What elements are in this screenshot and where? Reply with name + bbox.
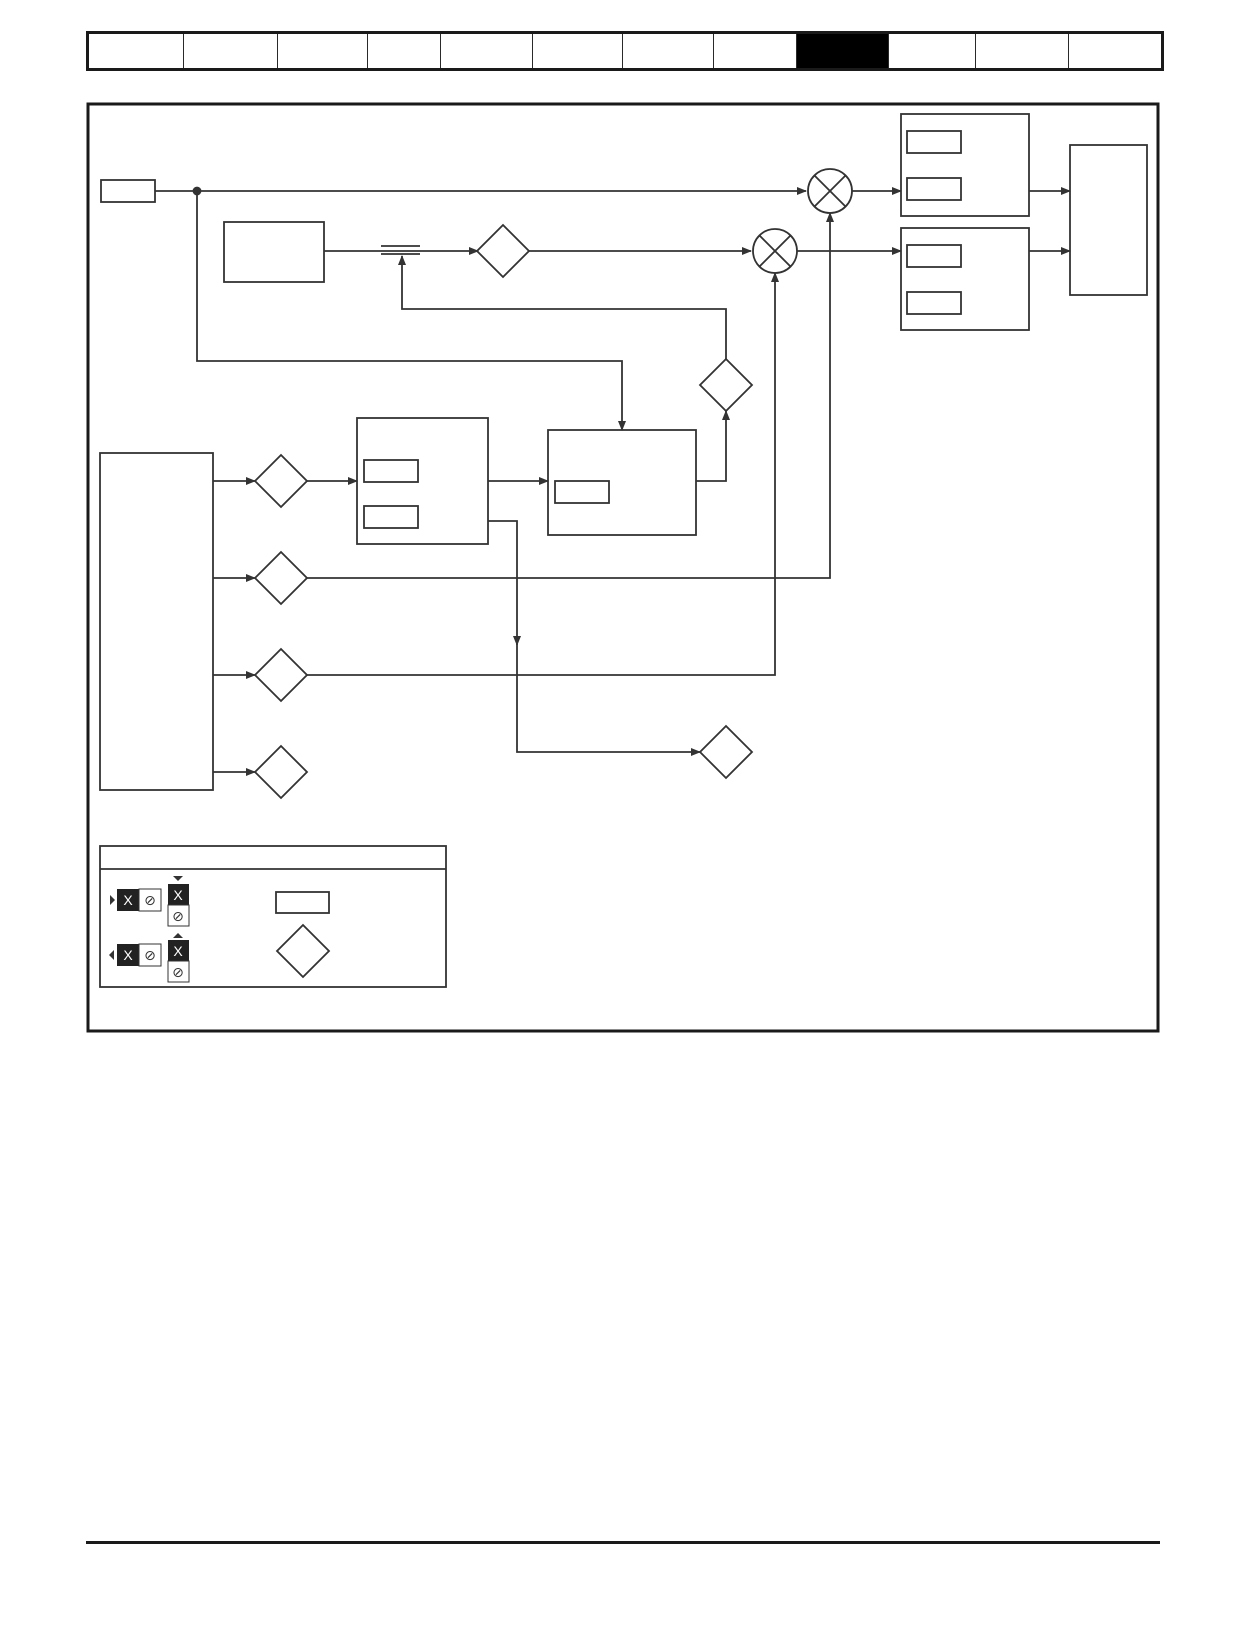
input-terminal-icon: X ⊘ xyxy=(110,888,162,912)
nav-tab[interactable] xyxy=(714,34,797,68)
output-terminal-vertical-icon: X ⊘ xyxy=(167,933,190,983)
nav-tab[interactable] xyxy=(278,34,368,68)
nav-tab[interactable] xyxy=(89,34,184,68)
footer-rule xyxy=(86,1541,1160,1544)
output-block-mid xyxy=(900,227,1030,331)
parameter-diamond xyxy=(253,453,309,509)
nav-tab[interactable] xyxy=(184,34,278,68)
parameter-diamond xyxy=(475,223,531,279)
read-write-mark: X xyxy=(173,887,183,903)
control-block xyxy=(547,429,697,536)
connector-line xyxy=(488,520,521,646)
parameter-diamond xyxy=(253,744,309,800)
connector-line xyxy=(307,212,834,579)
connector-line xyxy=(516,643,701,756)
read-only-mark: ⊘ xyxy=(144,948,156,964)
parameter-diamond xyxy=(253,647,309,703)
read-only-mark: ⊘ xyxy=(144,893,156,909)
nav-tab[interactable] xyxy=(889,34,976,68)
output-terminal-icon: X ⊘ xyxy=(109,943,162,967)
connector-line xyxy=(307,272,779,676)
input-terminal-vertical-icon: X ⊘ xyxy=(167,876,190,927)
output-summary-block xyxy=(1069,144,1148,296)
output-block-top xyxy=(900,113,1030,217)
control-param-box xyxy=(554,480,610,504)
read-write-mark: X xyxy=(123,892,133,908)
read-only-mark: ⊘ xyxy=(172,909,184,925)
diagram-frame xyxy=(86,102,1160,1033)
read-only-mark: ⊘ xyxy=(172,965,184,981)
read-write-mark: X xyxy=(173,943,183,959)
output-param-box xyxy=(906,244,962,268)
parameter-diamond xyxy=(253,550,309,606)
page-nav-tabs xyxy=(86,31,1164,71)
nav-tab[interactable] xyxy=(533,34,623,68)
source-block-left xyxy=(99,452,214,791)
nav-tab-active[interactable] xyxy=(797,34,889,68)
nav-tab[interactable] xyxy=(368,34,441,68)
processing-param-box xyxy=(363,505,419,529)
parameter-diamond xyxy=(698,724,754,780)
legend-parameter-box xyxy=(275,891,330,914)
output-param-box xyxy=(906,177,962,201)
connector-line xyxy=(696,410,730,482)
output-param-box xyxy=(906,291,962,315)
input-parameter-box xyxy=(100,179,156,203)
processing-block xyxy=(356,417,489,545)
legend-parameter-diamond xyxy=(275,923,331,979)
connector-line xyxy=(196,191,626,431)
nav-tab[interactable] xyxy=(441,34,533,68)
parameter-diamond xyxy=(698,357,754,413)
nav-tab[interactable] xyxy=(623,34,714,68)
connector-line xyxy=(398,255,727,359)
source-block xyxy=(223,221,325,283)
legend-box xyxy=(99,845,447,988)
processing-param-box xyxy=(363,459,419,483)
output-param-box xyxy=(906,130,962,154)
nav-tab[interactable] xyxy=(976,34,1069,68)
read-write-mark: X xyxy=(123,947,133,963)
